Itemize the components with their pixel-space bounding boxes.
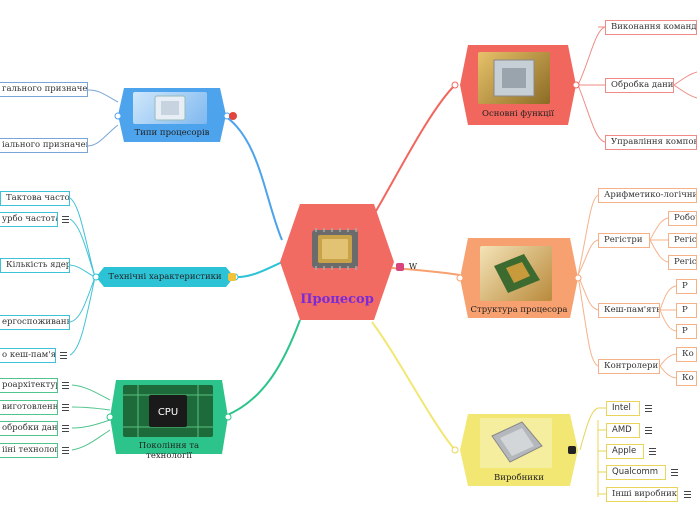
note-icon[interactable] bbox=[671, 469, 678, 476]
note-icon[interactable] bbox=[62, 216, 69, 223]
note-icon[interactable] bbox=[62, 425, 69, 432]
flag-icon[interactable] bbox=[229, 112, 237, 120]
types-item-1[interactable]: іального призначення bbox=[0, 138, 88, 153]
makers-item-2[interactable]: Apple bbox=[606, 444, 644, 459]
gen-item-0[interactable]: роархітектура bbox=[0, 378, 58, 393]
note-icon[interactable] bbox=[62, 447, 69, 454]
cpu-chip-icon bbox=[312, 228, 358, 270]
makers-item-4[interactable]: Інші виробники bbox=[606, 487, 678, 502]
controllers-item-0[interactable]: Ко bbox=[676, 347, 697, 362]
tech-title[interactable]: Технічні характеристики bbox=[108, 272, 222, 282]
note-badge-icon[interactable] bbox=[396, 263, 404, 271]
ryzen-chip-icon bbox=[491, 421, 543, 463]
cpu-chip-image bbox=[306, 226, 364, 272]
cache-item-2[interactable]: Р bbox=[676, 324, 697, 339]
makers-image bbox=[480, 418, 552, 468]
cpu-board-icon: CPU bbox=[123, 385, 213, 437]
functions-title[interactable]: Основні функції bbox=[482, 109, 554, 119]
controllers-item-1[interactable]: Ко bbox=[676, 371, 697, 386]
types-title[interactable]: Типи процесорів bbox=[134, 128, 210, 138]
tech-item-1[interactable]: урбо частота bbox=[0, 212, 58, 227]
functions-item-2[interactable]: Управління компонент bbox=[605, 135, 697, 150]
gen-item-3[interactable]: ііні технології bbox=[0, 443, 58, 458]
note-icon[interactable] bbox=[62, 404, 69, 411]
note-icon[interactable] bbox=[62, 382, 69, 389]
tech-item-0[interactable]: Тактова частота bbox=[0, 191, 70, 206]
structure-image bbox=[480, 246, 552, 301]
structure-alu[interactable]: Арифметико-логічний б bbox=[598, 188, 697, 203]
functions-item-1[interactable]: Обробка даних bbox=[605, 78, 674, 93]
structure-registers[interactable]: Регістри bbox=[598, 233, 650, 248]
makers-item-1[interactable]: AMD bbox=[606, 423, 640, 438]
tech-item-4[interactable]: о кеш-пам'яті bbox=[0, 348, 56, 363]
functions-image bbox=[478, 52, 550, 104]
note-icon[interactable] bbox=[645, 427, 652, 434]
registers-item-1[interactable]: Регістр bbox=[668, 233, 697, 248]
gen-title[interactable]: Покоління та технології bbox=[138, 441, 200, 461]
note-icon[interactable] bbox=[645, 405, 652, 412]
cache-item-1[interactable]: Р bbox=[676, 303, 697, 318]
tech-item-3[interactable]: ергоспоживання bbox=[0, 315, 70, 330]
chip-pins-icon bbox=[493, 59, 535, 97]
registers-item-2[interactable]: Регістр bbox=[668, 255, 697, 270]
functions-item-0[interactable]: Виконання команд bbox=[605, 20, 697, 35]
note-icon[interactable] bbox=[60, 352, 67, 359]
svg-text:CPU: CPU bbox=[158, 407, 178, 418]
types-image bbox=[133, 92, 207, 124]
note-icon[interactable] bbox=[649, 448, 656, 455]
tech-badge-icon[interactable] bbox=[228, 273, 236, 281]
types-item-0[interactable]: гального призначення bbox=[0, 82, 88, 97]
tech-item-2[interactable]: Кількість ядер bbox=[0, 258, 70, 273]
structure-cache[interactable]: Кеш-пам'ять bbox=[598, 303, 660, 318]
makers-title[interactable]: Виробники bbox=[494, 473, 544, 483]
note-icon[interactable] bbox=[684, 491, 691, 498]
gen-image: CPU bbox=[123, 385, 213, 437]
center-badge-w: W bbox=[408, 262, 418, 271]
cache-item-0[interactable]: Р bbox=[676, 279, 697, 294]
makers-item-0[interactable]: Intel bbox=[606, 401, 640, 416]
gen-item-2[interactable]: обробки даних bbox=[0, 421, 58, 436]
chip-angled-icon bbox=[494, 254, 540, 293]
registers-item-0[interactable]: Робоч bbox=[668, 211, 697, 226]
structure-title[interactable]: Структура процесора bbox=[470, 305, 568, 315]
structure-controllers[interactable]: Контролери bbox=[598, 359, 660, 374]
makers-item-3[interactable]: Qualcomm bbox=[606, 465, 666, 480]
makers-badge-icon[interactable] bbox=[568, 446, 576, 454]
chip-icon bbox=[154, 95, 186, 121]
gen-item-1[interactable]: виготовлення bbox=[0, 400, 58, 415]
center-title[interactable]: Процесор bbox=[300, 292, 374, 307]
